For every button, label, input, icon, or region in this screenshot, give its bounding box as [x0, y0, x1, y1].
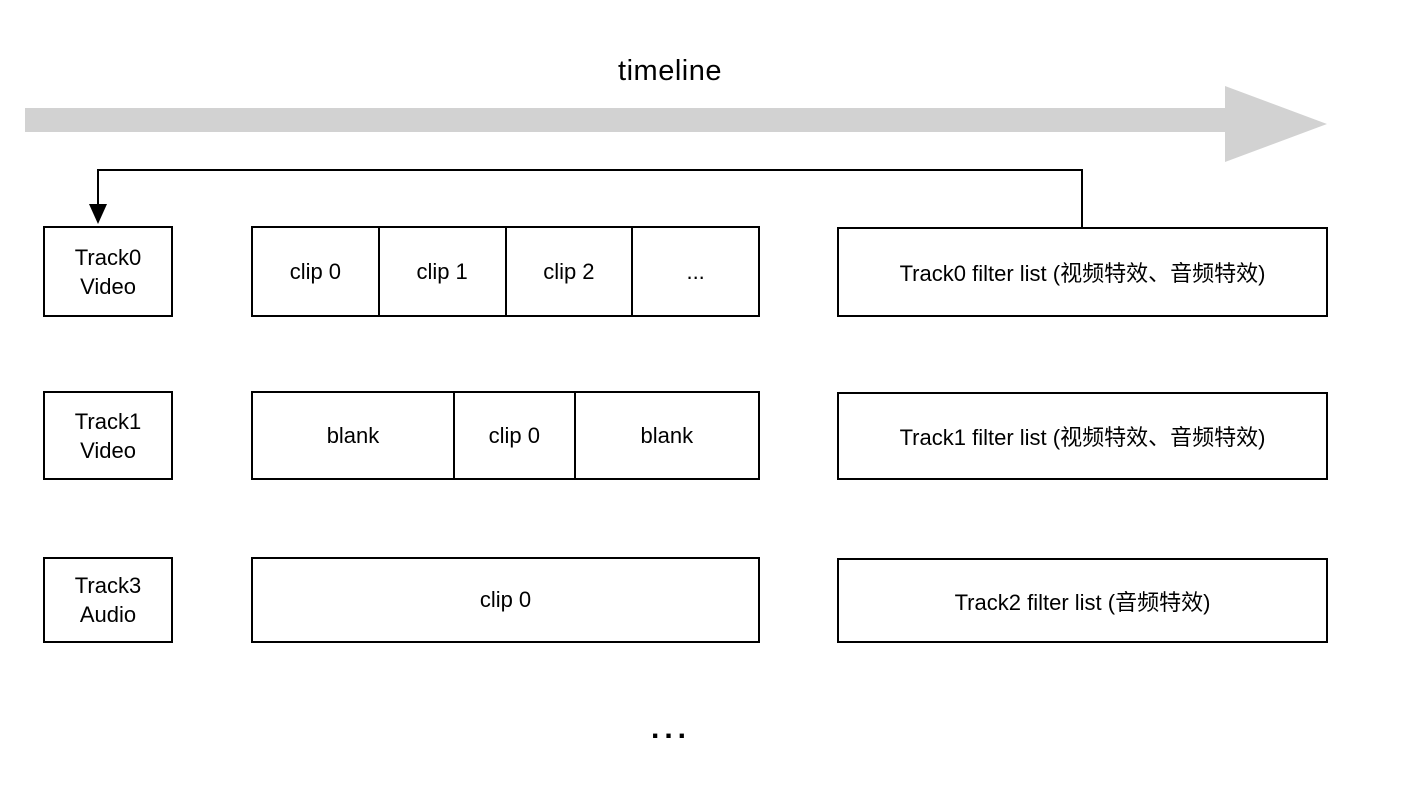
ellipsis-cell: ...	[631, 228, 758, 315]
track3-name-line1: Track3	[74, 573, 142, 598]
track1-label-box: Track1 Video	[43, 391, 173, 480]
clip-cell: clip 2	[504, 228, 632, 315]
connector-arrowhead-icon	[89, 204, 107, 224]
timeline-title: timeline	[618, 55, 722, 87]
track1-filter-list-box: Track1 filter list (视频特效、音频特效)	[837, 392, 1328, 480]
track0-label-box: Track0 Video	[43, 226, 173, 317]
track2-filter-list-box: Track2 filter list (音频特效)	[837, 558, 1328, 643]
blank-cell: blank	[326, 422, 380, 448]
track3-clip-strip: clip 0	[251, 557, 760, 643]
blank-cell: blank	[573, 393, 758, 478]
track1-clip-strip: blank clip 0 blank	[251, 391, 760, 480]
track0-filter-list-box: Track0 filter list (视频特效、音频特效)	[837, 227, 1328, 317]
clip-cell: clip 0	[452, 393, 574, 478]
track3-label-box: Track3 Audio	[43, 557, 173, 643]
timeline-arrow	[25, 86, 1327, 162]
more-rows-ellipsis: ...	[650, 712, 691, 745]
filter-to-track-connector-line	[97, 169, 1083, 227]
clip-cell: clip 1	[377, 228, 505, 315]
track0-name-line1: Track0	[74, 244, 142, 270]
track0-name-line2: Video	[80, 273, 136, 299]
track0-clip-strip: clip 0 clip 1 clip 2 ...	[251, 226, 760, 317]
track1-name-line1: Track1	[74, 408, 142, 434]
track3-name-line2: Audio	[79, 602, 137, 627]
track1-name-line2: Video	[80, 437, 136, 463]
clip-cell: clip 0	[289, 258, 342, 284]
clip-cell: clip 0	[479, 587, 532, 612]
